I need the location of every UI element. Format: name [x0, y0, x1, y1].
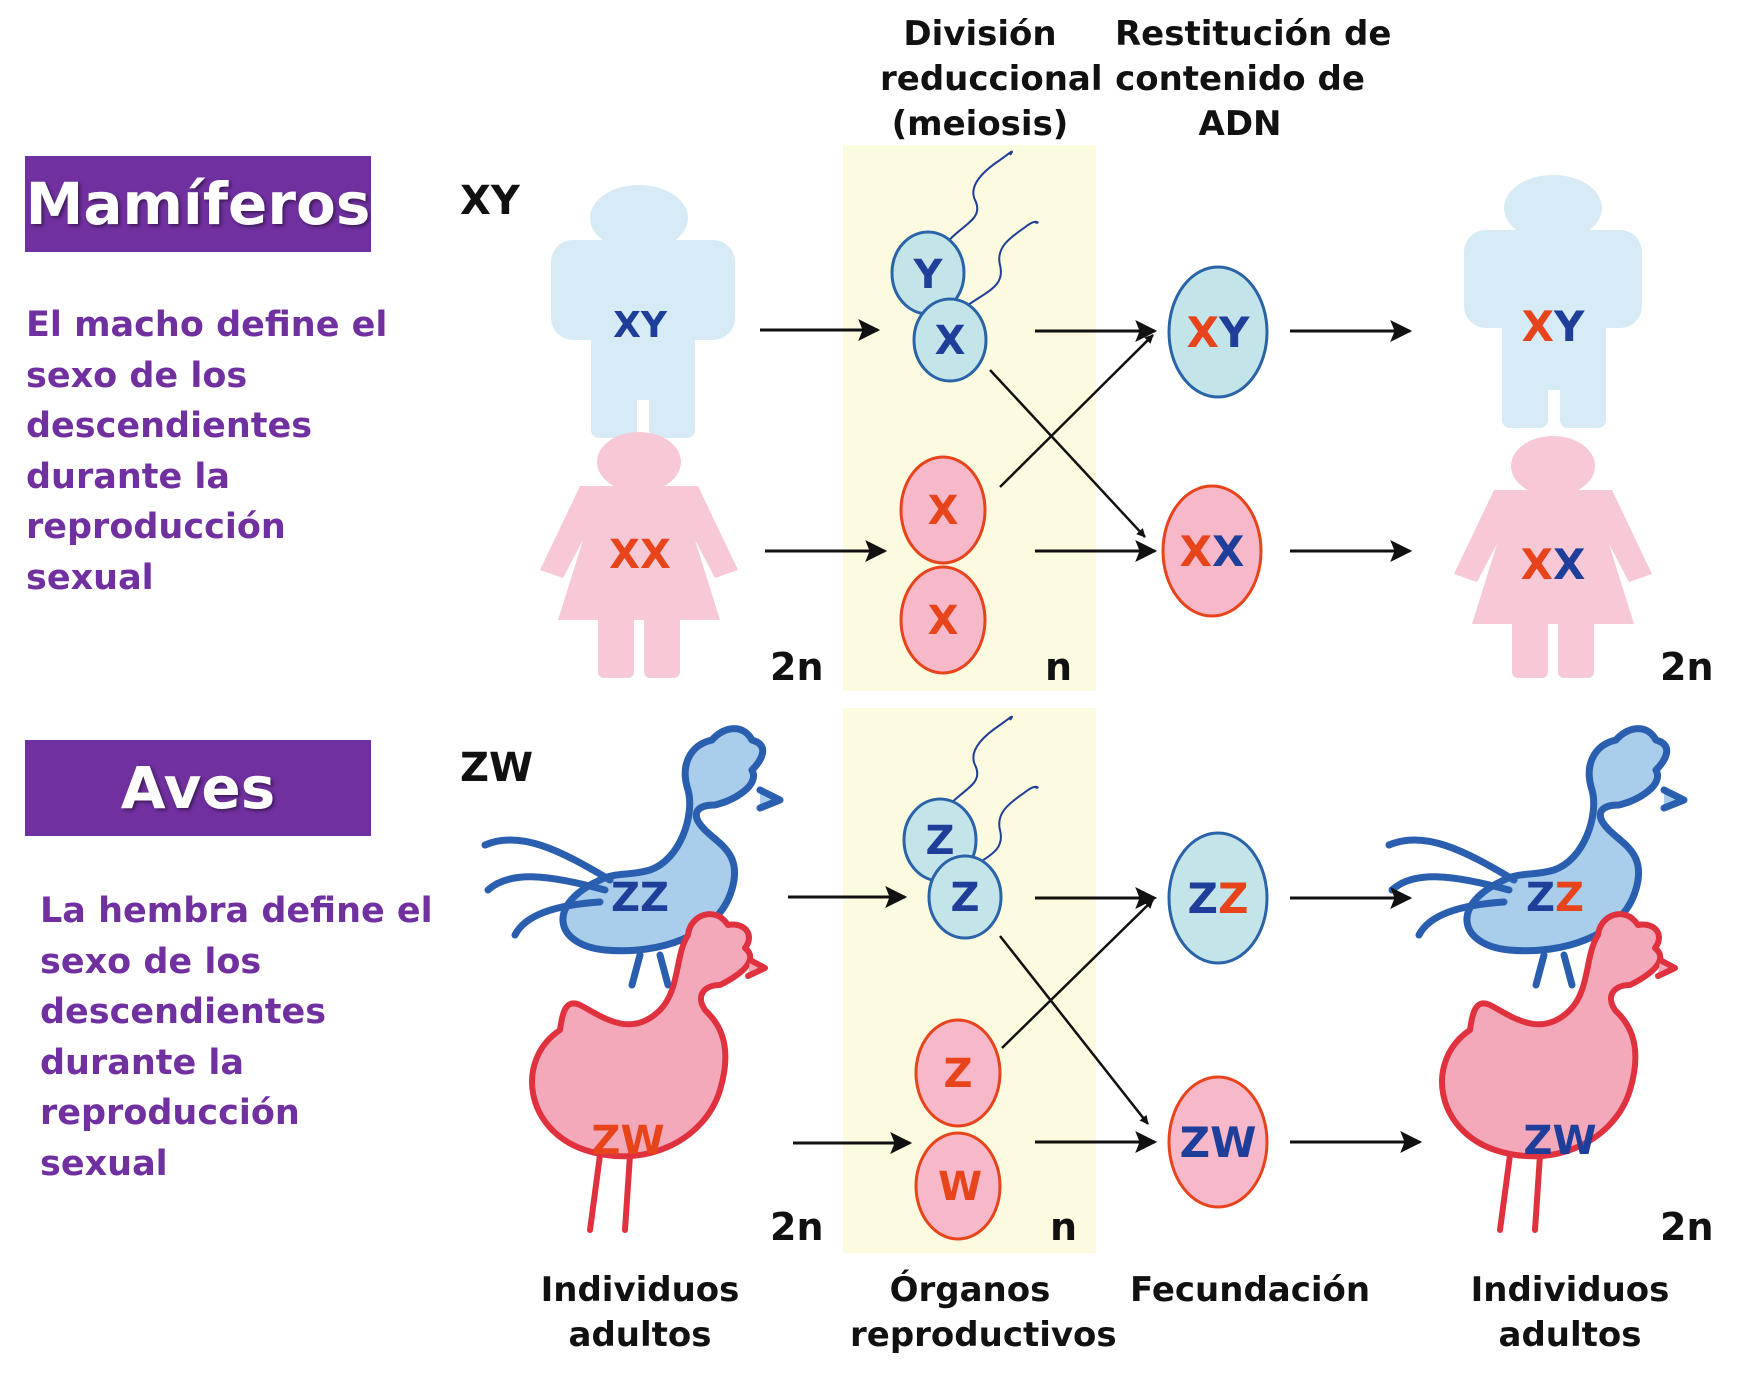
zygote-cell [1167, 1075, 1269, 1209]
sperm-tail [944, 715, 1013, 811]
hen-chromosome-label: ZW [591, 1118, 665, 1164]
rooster-icon [481, 725, 784, 989]
description-line: durante la [26, 456, 231, 497]
description-line: sexual [40, 1143, 168, 1184]
footer-line: Órganos [889, 1270, 1051, 1310]
description-line: sexual [26, 557, 154, 598]
footer-adults-left: Individuos adultos [540, 1268, 740, 1358]
gamete-label: X [934, 318, 966, 364]
ploidy-gametes-birds: n [1050, 1205, 1078, 1249]
zygote-label: ZZ [1187, 874, 1249, 923]
header-line: Restitución de [1115, 14, 1392, 54]
birds-description: La hembra define el sexo de los descendi… [40, 886, 433, 1189]
zygote-label: ZW [1179, 1118, 1257, 1167]
arrow [1001, 899, 1154, 1049]
offspring-female-figure-icon [1454, 436, 1652, 678]
footer-line: Individuos [540, 1270, 740, 1310]
header-line: (meiosis) [891, 104, 1069, 144]
birds-badge: Aves [25, 740, 371, 836]
ploidy-offspring-birds: 2n [1660, 1205, 1714, 1249]
rooster-chromosome-label: ZZ [610, 875, 670, 921]
male-figure-icon [551, 185, 735, 438]
gamete-label: W [938, 1164, 983, 1210]
egg-cell [899, 455, 987, 565]
header-meiosis: División reduccional (meiosis) [880, 12, 1103, 147]
arrow [999, 334, 1154, 488]
zygote-label: XY [1186, 308, 1250, 357]
description-line: sexo de los [40, 941, 262, 982]
offspring-rooster-icon [1385, 725, 1688, 989]
arrow [999, 935, 1149, 1125]
header-line: contenido de [1115, 59, 1365, 99]
description-line: reproducción [40, 1093, 300, 1133]
egg-cell [914, 1018, 1002, 1128]
footer-line: adultos [1498, 1315, 1642, 1355]
mammals-system-label: XY [460, 178, 520, 224]
male-chromosome-label: XY [613, 305, 667, 346]
description-line: sexo de los [26, 355, 248, 396]
female-figure-icon [540, 432, 738, 678]
gamete-label: Z [925, 818, 955, 864]
offspring-male-label: XY [1521, 302, 1585, 351]
offspring-female-label: XX [1520, 540, 1586, 589]
offspring-hen-icon [1439, 911, 1678, 1233]
female-chromosome-label: XX [609, 532, 671, 578]
ploidy-adults-birds: 2n [770, 1205, 824, 1249]
birds-system-label: ZW [460, 745, 534, 791]
footer-fertilization: Fecundación [1130, 1268, 1370, 1313]
footer-organs: Órganos reproductivos [850, 1268, 1117, 1358]
footer-line: adultos [568, 1315, 712, 1355]
zygote-label: XX [1179, 527, 1245, 576]
offspring-hen-label: ZW [1523, 1118, 1597, 1164]
arrow [989, 369, 1146, 538]
hen-icon [529, 911, 768, 1233]
ploidy-gametes-mammals: n [1045, 645, 1073, 689]
zygote-cell [1161, 484, 1263, 618]
egg-cell [899, 565, 987, 675]
ploidy-adults-mammals: 2n [770, 645, 824, 689]
gamete-label: Z [943, 1051, 973, 1097]
header-line: División [903, 14, 1057, 54]
egg-cell [914, 1131, 1002, 1241]
footer-line: Individuos [1470, 1270, 1670, 1310]
sperm-tail [967, 785, 1039, 871]
footer-line: reproductivos [850, 1315, 1117, 1355]
zygote-cell [1167, 831, 1269, 965]
mammals-badge: Mamíferos [25, 156, 371, 252]
description-line: La hembra define el [40, 891, 433, 931]
offspring-male-figure-icon [1464, 175, 1642, 428]
gamete-label: X [927, 488, 959, 534]
description-line: El macho define el [26, 305, 388, 345]
offspring-rooster-label: ZZ [1525, 875, 1585, 921]
gamete-label: Z [950, 875, 980, 921]
footer-line: Fecundación [1130, 1270, 1371, 1310]
sperm-cell [927, 854, 1003, 940]
description-line: descendientes [40, 992, 327, 1032]
sperm-cell [912, 297, 988, 383]
sperm-tail [967, 220, 1039, 306]
header-line: reduccional [880, 59, 1103, 99]
description-line: durante la [40, 1042, 245, 1083]
ploidy-offspring-mammals: 2n [1660, 645, 1714, 689]
zygote-cell [1167, 265, 1269, 399]
gamete-label: Y [913, 252, 943, 298]
footer-adults-right: Individuos adultos [1470, 1268, 1670, 1358]
description-line: descendientes [26, 406, 313, 446]
description-line: reproducción [26, 507, 286, 547]
sperm-tail [944, 150, 1013, 246]
mammals-description: El macho define el sexo de los descendie… [26, 300, 387, 603]
header-line: ADN [1198, 104, 1282, 144]
gamete-label: X [927, 598, 959, 644]
header-restitution: Restitución de contenido de ADN [1115, 12, 1392, 147]
